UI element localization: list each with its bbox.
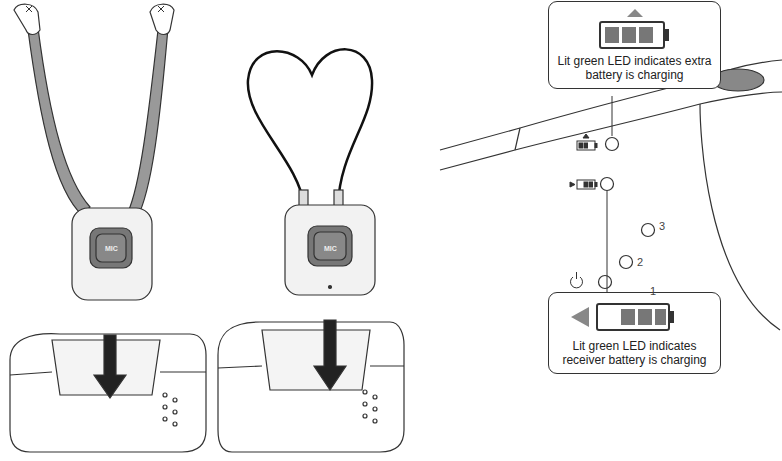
button-number: 2	[637, 256, 643, 268]
callout-box: Lit green LED indicates receiver battery…	[548, 292, 721, 374]
mic-label: MIC	[105, 243, 118, 255]
callout-text: Lit green LED indicates extra battery is…	[557, 54, 712, 82]
callout-text: Lit green LED indicates receiver battery…	[557, 339, 712, 367]
mic-label: MIC	[324, 243, 337, 255]
stethoset	[10, 4, 206, 452]
button-number: 3	[659, 220, 665, 232]
neckloop-receiver	[218, 49, 404, 452]
charger-closeup	[440, 60, 782, 330]
button-number: 1	[650, 285, 656, 297]
callout-box: Lit green LED indicates extra battery is…	[548, 1, 721, 89]
